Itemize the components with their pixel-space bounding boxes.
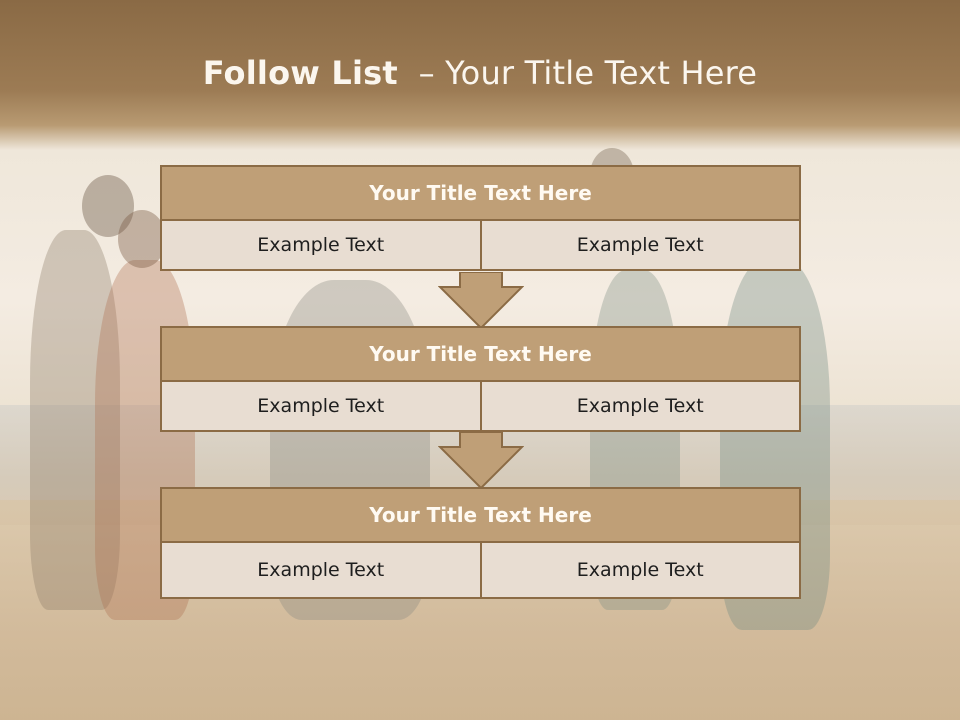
step-cell-right: Example Text [481, 221, 801, 271]
step-title: Your Title Text Here [160, 165, 801, 221]
step-row: Example Text Example Text [160, 382, 801, 432]
step-block-1: Your Title Text Here Example Text Exampl… [160, 165, 801, 271]
step-cell-left: Example Text [160, 382, 482, 432]
slide-title-rest: – Your Title Text Here [418, 54, 758, 92]
step-cell-right: Example Text [481, 543, 801, 599]
step-row: Example Text Example Text [160, 543, 801, 599]
person-head [118, 210, 166, 268]
step-title: Your Title Text Here [160, 326, 801, 382]
step-block-2: Your Title Text Here Example Text Exampl… [160, 326, 801, 432]
step-cell-right: Example Text [481, 382, 801, 432]
slide-title: Follow List – Your Title Text Here [0, 54, 960, 92]
step-cell-left: Example Text [160, 221, 482, 271]
step-title: Your Title Text Here [160, 487, 801, 543]
down-arrow-icon [438, 272, 524, 330]
step-block-3: Your Title Text Here Example Text Exampl… [160, 487, 801, 599]
slide-title-bold: Follow List [202, 54, 398, 92]
down-arrow-icon [438, 432, 524, 490]
step-cell-left: Example Text [160, 543, 482, 599]
step-row: Example Text Example Text [160, 221, 801, 271]
person-silhouette [30, 230, 120, 610]
person-head [82, 175, 134, 237]
